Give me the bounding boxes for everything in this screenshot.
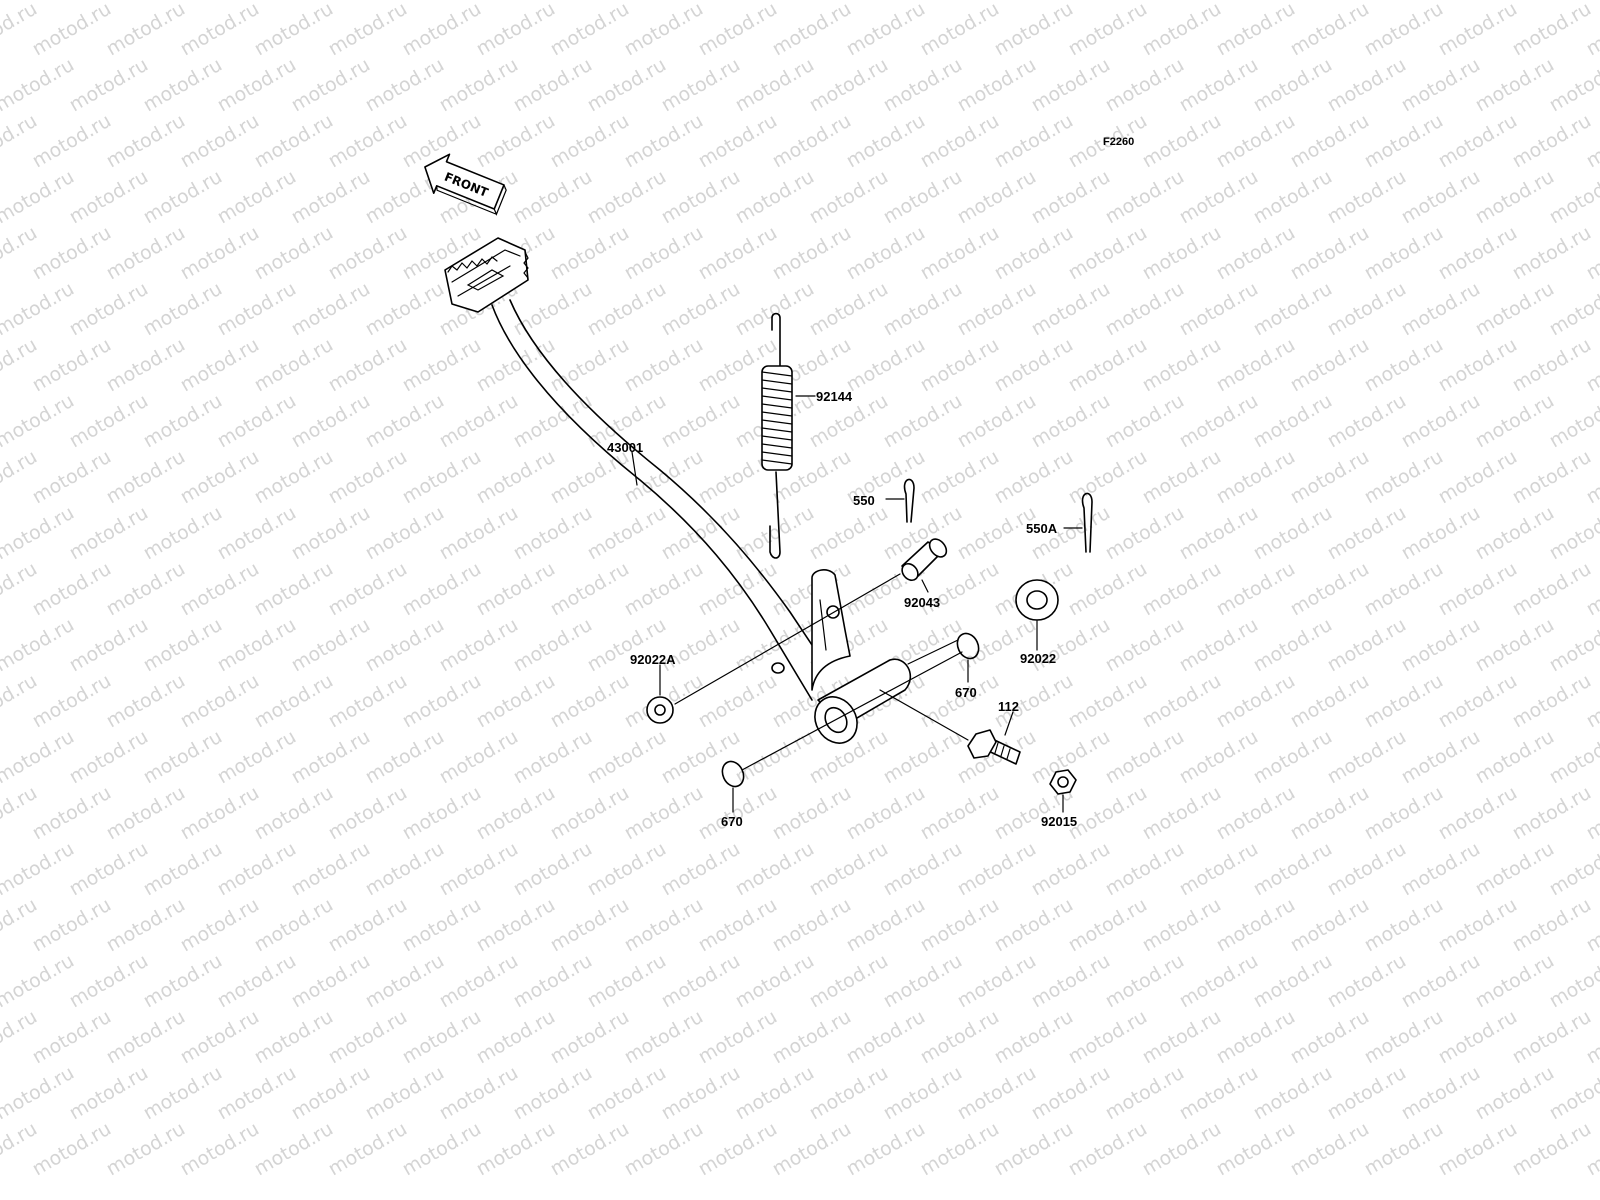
cotter-pin-a <box>1081 492 1093 553</box>
assembly-lines <box>674 573 969 771</box>
cotter-pin <box>903 478 915 523</box>
washer-a <box>646 696 674 724</box>
return-spring <box>761 312 793 559</box>
label-92022: 92022 <box>1020 651 1056 666</box>
label-92144: 92144 <box>816 389 853 404</box>
label-92015: 92015 <box>1041 814 1077 829</box>
o-ring-lower <box>721 760 745 788</box>
o-ring-upper <box>956 632 980 660</box>
brake-pedal <box>444 237 912 744</box>
label-92022a: 92022A <box>630 652 676 667</box>
label-670-upper: 670 <box>955 685 977 700</box>
clevis-pin <box>901 538 948 582</box>
label-92043: 92043 <box>904 595 940 610</box>
front-arrow-icon: FRONT <box>424 153 507 216</box>
bolt <box>967 729 1021 765</box>
leader-lines <box>631 395 1083 813</box>
label-670-lower: 670 <box>721 814 743 829</box>
label-550: 550 <box>853 493 875 508</box>
label-550a: 550A <box>1026 521 1058 536</box>
label-112: 112 <box>998 699 1019 714</box>
nut <box>1049 769 1077 795</box>
washer <box>1015 579 1059 621</box>
label-43001: 43001 <box>607 440 643 455</box>
diagram-code: F2260 <box>1103 136 1134 148</box>
